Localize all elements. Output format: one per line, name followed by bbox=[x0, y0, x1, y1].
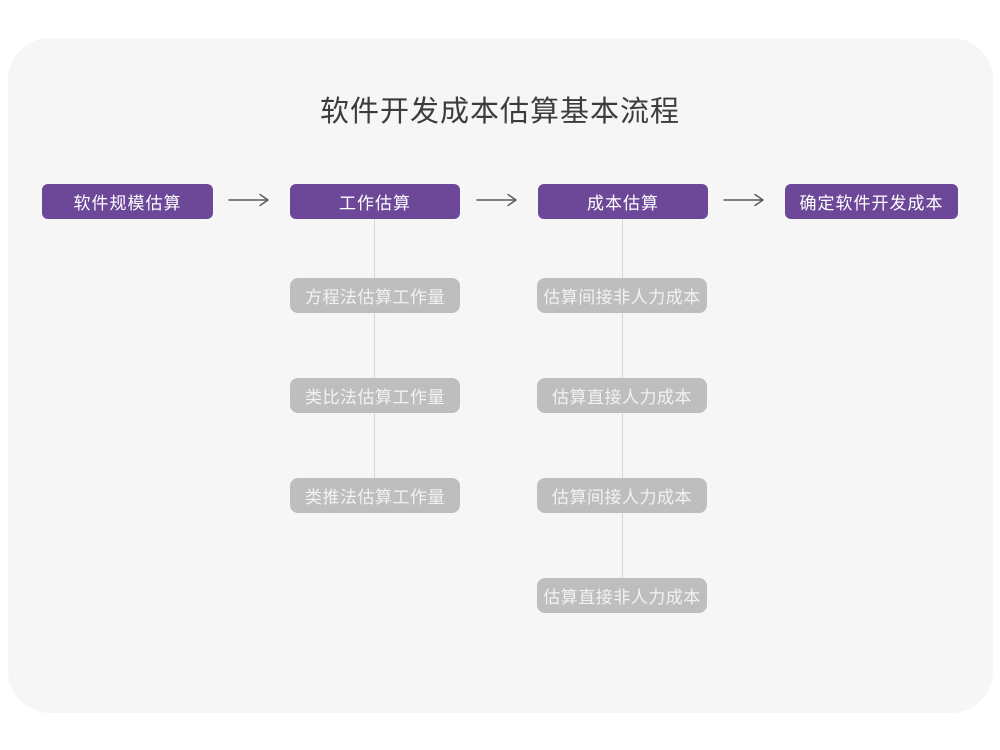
step-node-size-estimation: 软件规模估算 bbox=[42, 184, 213, 219]
flow-arrow-icon bbox=[228, 193, 274, 207]
page-title: 软件开发成本估算基本流程 bbox=[319, 96, 680, 128]
step-node-cost-estimation: 成本估算 bbox=[538, 184, 708, 219]
flow-arrow-icon bbox=[476, 193, 522, 207]
sub-node-indirect-non-labor-cost: 估算间接非人力成本 bbox=[537, 278, 707, 313]
sub-node-indirect-labor-cost: 估算间接人力成本 bbox=[537, 478, 707, 513]
sub-node-extrapolation-method: 类推法估算工作量 bbox=[290, 478, 460, 513]
sub-node-direct-labor-cost: 估算直接人力成本 bbox=[537, 378, 707, 413]
flow-arrow-icon bbox=[723, 193, 769, 207]
sub-node-direct-non-labor-cost: 估算直接非人力成本 bbox=[537, 578, 707, 613]
step-node-effort-estimation: 工作估算 bbox=[290, 184, 460, 219]
flowchart-card bbox=[8, 38, 993, 713]
step-node-confirm-development-cost: 确定软件开发成本 bbox=[785, 184, 958, 219]
sub-node-equation-method: 方程法估算工作量 bbox=[290, 278, 460, 313]
connector-line bbox=[374, 219, 375, 496]
sub-node-analogy-method: 类比法估算工作量 bbox=[290, 378, 460, 413]
